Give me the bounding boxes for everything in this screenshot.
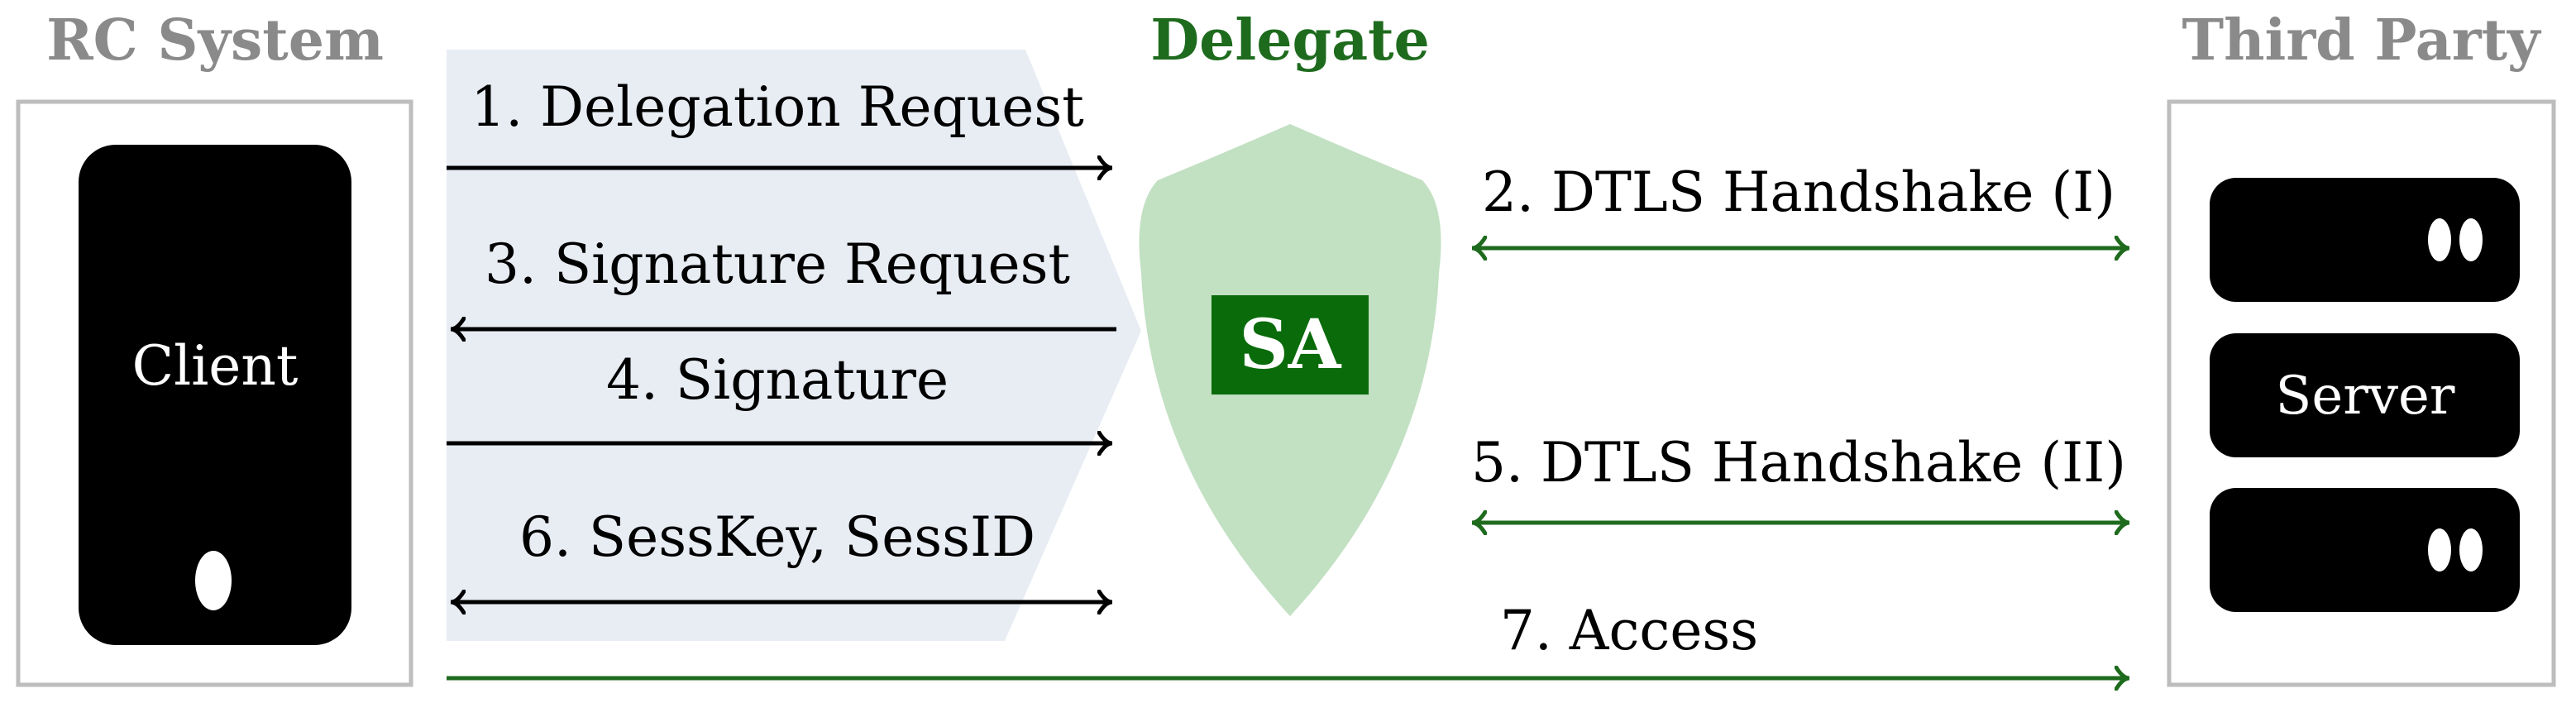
server-led-icon — [2459, 218, 2483, 261]
message-6-label: 6. SessKey, SessID — [519, 505, 1035, 569]
server-led-icon — [2428, 218, 2451, 261]
sa-box — [1212, 295, 1369, 394]
message-4-label: 4. Signature — [606, 348, 949, 412]
message-1-label: 1. Delegation Request — [471, 75, 1084, 139]
delegate-title: Delegate — [1150, 7, 1430, 74]
server-led-icon — [2428, 528, 2451, 571]
message-3-label: 3. Signature Request — [485, 232, 1070, 296]
message-7-label: 7. Access — [1500, 599, 1758, 662]
server-unit-top — [2210, 178, 2520, 302]
message-band — [447, 50, 1141, 641]
rc-system-title: RC System — [46, 7, 384, 74]
third-party-title: Third Party — [2182, 7, 2542, 74]
client-label: Client — [132, 334, 299, 398]
sa-label: SA — [1240, 305, 1342, 385]
server-unit-bottom — [2210, 488, 2520, 612]
message-5-label: 5. DTLS Handshake (II) — [1471, 431, 2126, 495]
message-2-label: 2. DTLS Handshake (I) — [1482, 160, 2115, 224]
phone-home-button-icon — [195, 551, 232, 610]
server-label: Server — [2276, 366, 2455, 427]
client-phone — [79, 145, 351, 645]
server-unit-middle — [2210, 333, 2520, 457]
server-led-icon — [2459, 528, 2483, 571]
